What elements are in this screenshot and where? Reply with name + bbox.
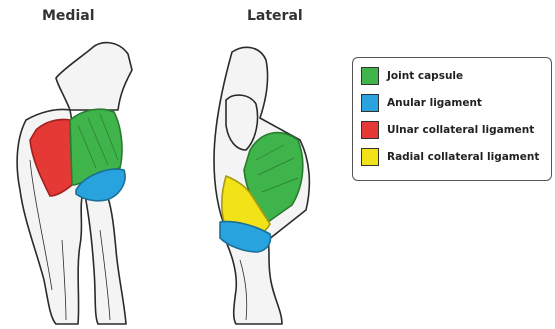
medial-elbow	[17, 43, 132, 324]
legend-swatch	[361, 94, 379, 112]
legend-item-anular-ligament: Anular ligament	[361, 93, 482, 113]
legend-swatch	[361, 67, 379, 85]
legend-label: Ulnar collateral ligament	[387, 124, 534, 136]
legend-swatch	[361, 148, 379, 166]
legend-item-joint-capsule: Joint capsule	[361, 66, 463, 86]
legend-item-ulnar-collateral-ligament: Ulnar collateral ligament	[361, 120, 534, 140]
legend-item-radial-collateral-ligament: Radial collateral ligament	[361, 147, 539, 167]
legend-swatch	[361, 121, 379, 139]
legend: Joint capsule Anular ligament Ulnar coll…	[352, 57, 552, 181]
legend-label: Anular ligament	[387, 97, 482, 109]
medial-radius	[84, 190, 126, 324]
legend-label: Radial collateral ligament	[387, 151, 539, 163]
legend-label: Joint capsule	[387, 70, 463, 82]
medial-humerus	[56, 43, 132, 110]
lateral-elbow	[214, 47, 309, 324]
